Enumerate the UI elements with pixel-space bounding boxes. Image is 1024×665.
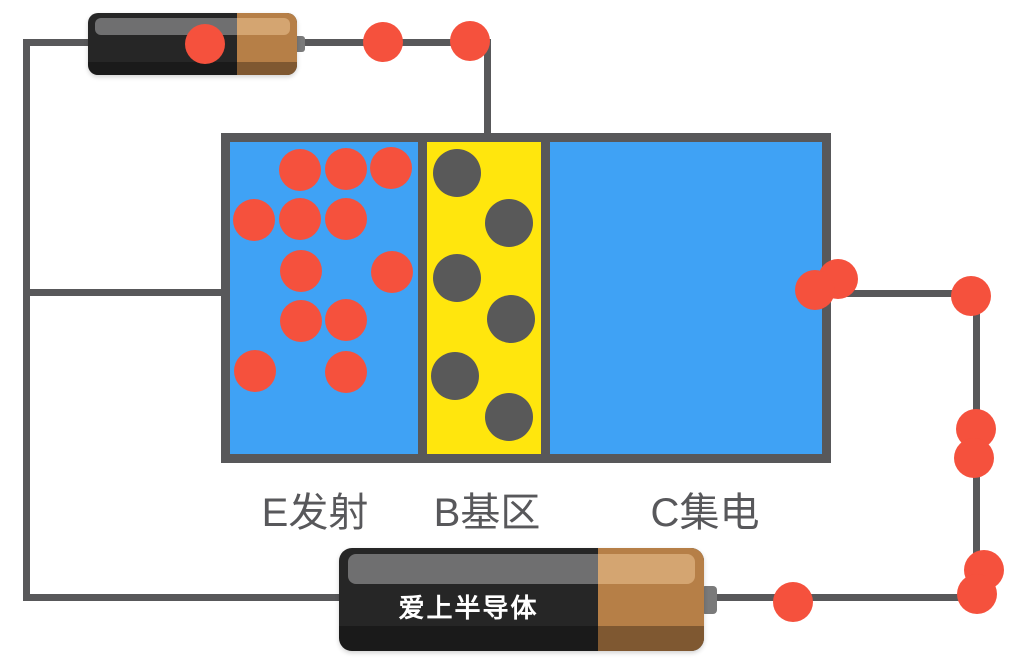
large-battery-shadow [339,626,704,651]
small-battery-cap-highlight [237,18,290,35]
base-label: B基区 [433,491,541,535]
electron-dot [325,198,367,240]
wire-segment [23,39,30,601]
electron-dot [280,250,322,292]
current-electron-dot [773,582,813,622]
wire-segment [26,289,226,296]
hole-dot [485,393,533,441]
electron-dot [370,147,412,189]
wire-segment [23,594,345,601]
current-electron-dot [954,438,994,478]
electron-dot [325,148,367,190]
current-electron-dot [450,21,490,61]
electron-dot [234,350,276,392]
electron-dot [280,300,322,342]
current-electron-dot [951,276,991,316]
current-electron-dot [363,22,403,62]
wire-segment [826,290,978,297]
hole-dot [433,149,481,197]
electron-dot [325,351,367,393]
wire-segment [710,594,978,601]
hole-dot [485,199,533,247]
electron-dot [371,251,413,293]
current-electron-dot [795,270,835,310]
battery-brand-label: 爱上半导体 [398,593,539,623]
collector-label: C集电 [650,491,760,535]
emitter-region [230,142,418,454]
electron-dot [279,198,321,240]
hole-dot [487,295,535,343]
wire-segment [484,39,491,140]
current-electron-dot [957,574,997,614]
large-battery-cap-highlight [598,554,695,584]
emitter-label: E发射 [261,491,369,535]
electron-dot [279,149,321,191]
electron-dot [325,299,367,341]
small-battery-shadow [88,62,297,75]
collector-region [550,142,822,454]
hole-dot [433,254,481,302]
hole-dot [431,352,479,400]
large-battery: 爱上半导体 [339,548,704,651]
transistor-body [221,133,831,463]
large-battery-terminal [701,586,717,614]
wire-segment [23,39,93,46]
electron-dot [233,199,275,241]
large-battery-highlight [348,554,598,584]
current-electron-dot [185,24,225,64]
